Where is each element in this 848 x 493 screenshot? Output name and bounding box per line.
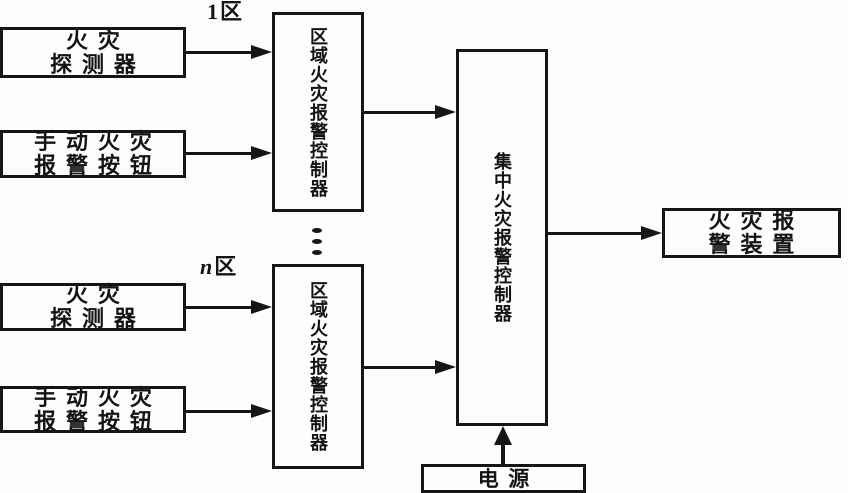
central-controller-label: 集中火灾报警控制器 [492,152,512,323]
zone1-controller-box: 区域火灾报警控制器 [272,12,364,212]
zone1-manual-call-point-box: 手动火灾 报警按钮 [0,130,186,178]
zone1-fire-detector-line1: 火灾 [66,27,130,53]
zone-n-label: n区 [200,249,238,281]
alarm-device-box: 火灾报 警装置 [662,208,841,258]
zone-n-label-number: n [200,254,215,279]
zone1-manual-call-point-line2: 报警按钮 [34,153,162,178]
zonen-fire-detector-box: 火灾 探测器 [0,283,186,331]
alarm-device-line1: 火灾报 [708,208,805,233]
central-controller-box: 集中火灾报警控制器 [456,49,548,426]
zone-1-label-number: 1 [207,0,220,24]
zonen-manual-call-point-line1: 手动火灾 [34,384,162,410]
zone1-fire-detector-box: 火灾 探测器 [0,27,186,78]
power-supply-box: 电源 [421,464,586,493]
zonen-fire-detector-line2: 探测器 [50,306,146,331]
zone-n-label-suffix: 区 [214,254,239,279]
zonen-controller-label: 区域火灾报警控制器 [308,281,328,452]
power-supply-label: 电源 [477,466,539,491]
zonen-fire-detector-line1: 火灾 [66,282,130,307]
zone-continuation-ellipsis-icon [312,222,322,261]
zonen-controller-box: 区域火灾报警控制器 [272,264,364,469]
zone-1-label: 1区 [207,0,244,26]
zonen-manual-call-point-line2: 报警按钮 [34,408,162,434]
zonen-manual-call-point-box: 手动火灾 报警按钮 [0,384,186,434]
alarm-device-line2: 警装置 [708,232,805,257]
zone1-manual-call-point-line1: 手动火灾 [34,129,162,154]
zone1-controller-label: 区域火灾报警控制器 [308,26,328,198]
zone1-fire-detector-line2: 探测器 [50,51,146,77]
zone-1-label-suffix: 区 [220,0,245,24]
